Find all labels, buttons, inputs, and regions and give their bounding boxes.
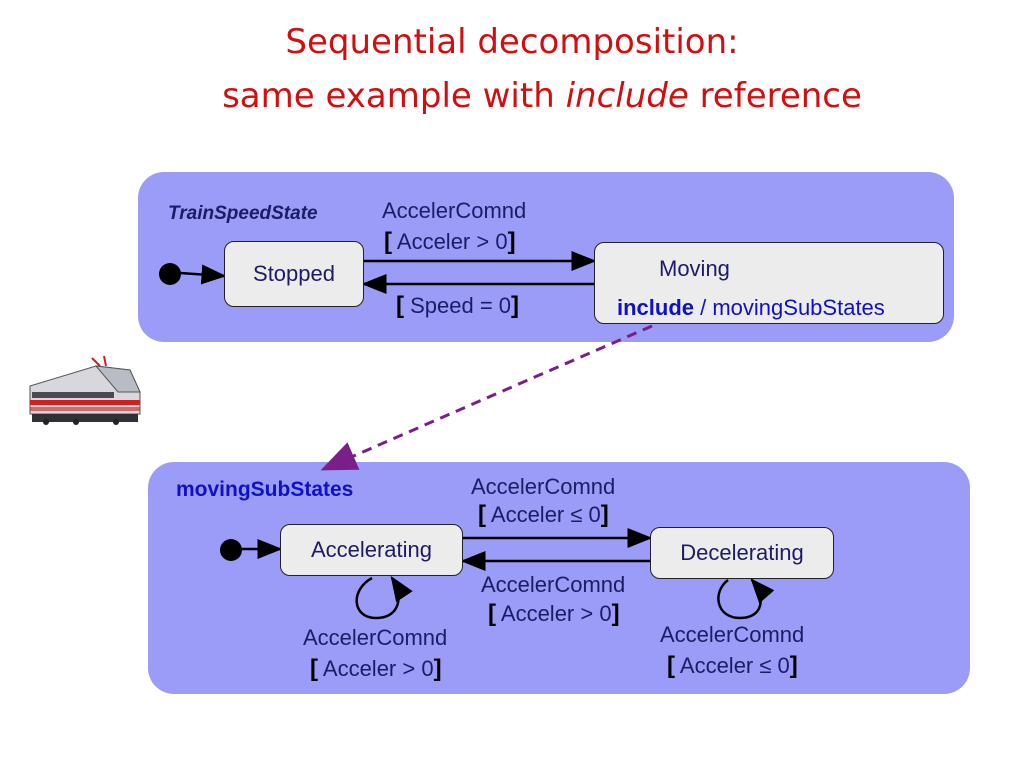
top-initial-dot [159, 263, 181, 285]
moving-label: Moving [659, 256, 730, 281]
accel-to-decel-guard: [ Acceler ≤ 0] [478, 501, 609, 528]
moving-substates-label: movingSubStates [176, 478, 354, 501]
title-line-2: same example with include reference [30, 76, 1024, 116]
title-suffix: reference [688, 76, 862, 116]
accel-self-loop [355, 575, 413, 620]
train-speed-state-label: TrainSpeedState [168, 203, 318, 224]
moving-to-stopped-guard: [ Speed = 0] [396, 292, 520, 319]
state-decelerating[interactable]: Decelerating [650, 527, 834, 579]
include-reference-arrow [320, 324, 653, 471]
top-initial-transition [179, 264, 227, 285]
title-prefix: same example with [222, 76, 566, 116]
state-moving[interactable]: Moving include / movingSubStates [594, 242, 944, 324]
moving-substates-panel [148, 462, 970, 694]
decel-self-guard: [ Acceler ≤ 0] [667, 652, 798, 679]
stopped-to-moving-event: AccelerComnd [382, 198, 527, 223]
stopped-to-moving-guard: [ Acceler > 0] [384, 228, 516, 255]
state-stopped[interactable]: Stopped [224, 241, 364, 307]
decel-to-accel-event: AccelerComnd [481, 572, 626, 597]
include-keyword: include [617, 295, 695, 320]
title-italic-include: include [565, 76, 689, 116]
state-accelerating[interactable]: Accelerating [280, 524, 463, 576]
accel-to-decel-event: AccelerComnd [471, 474, 616, 499]
decel-self-event: AccelerComnd [660, 622, 805, 647]
decel-to-accel-guard: [ Acceler > 0] [488, 600, 620, 627]
accel-self-guard: [ Acceler > 0] [310, 655, 442, 682]
include-reference: / movingSubStates [694, 295, 885, 320]
accel-self-event: AccelerComnd [303, 625, 448, 650]
train-icon [29, 355, 141, 425]
title-line-1: Sequential decomposition: [285, 22, 739, 62]
include-line: include / movingSubStates [617, 295, 885, 321]
decel-self-loop [717, 578, 775, 620]
bottom-initial-dot [220, 539, 242, 561]
